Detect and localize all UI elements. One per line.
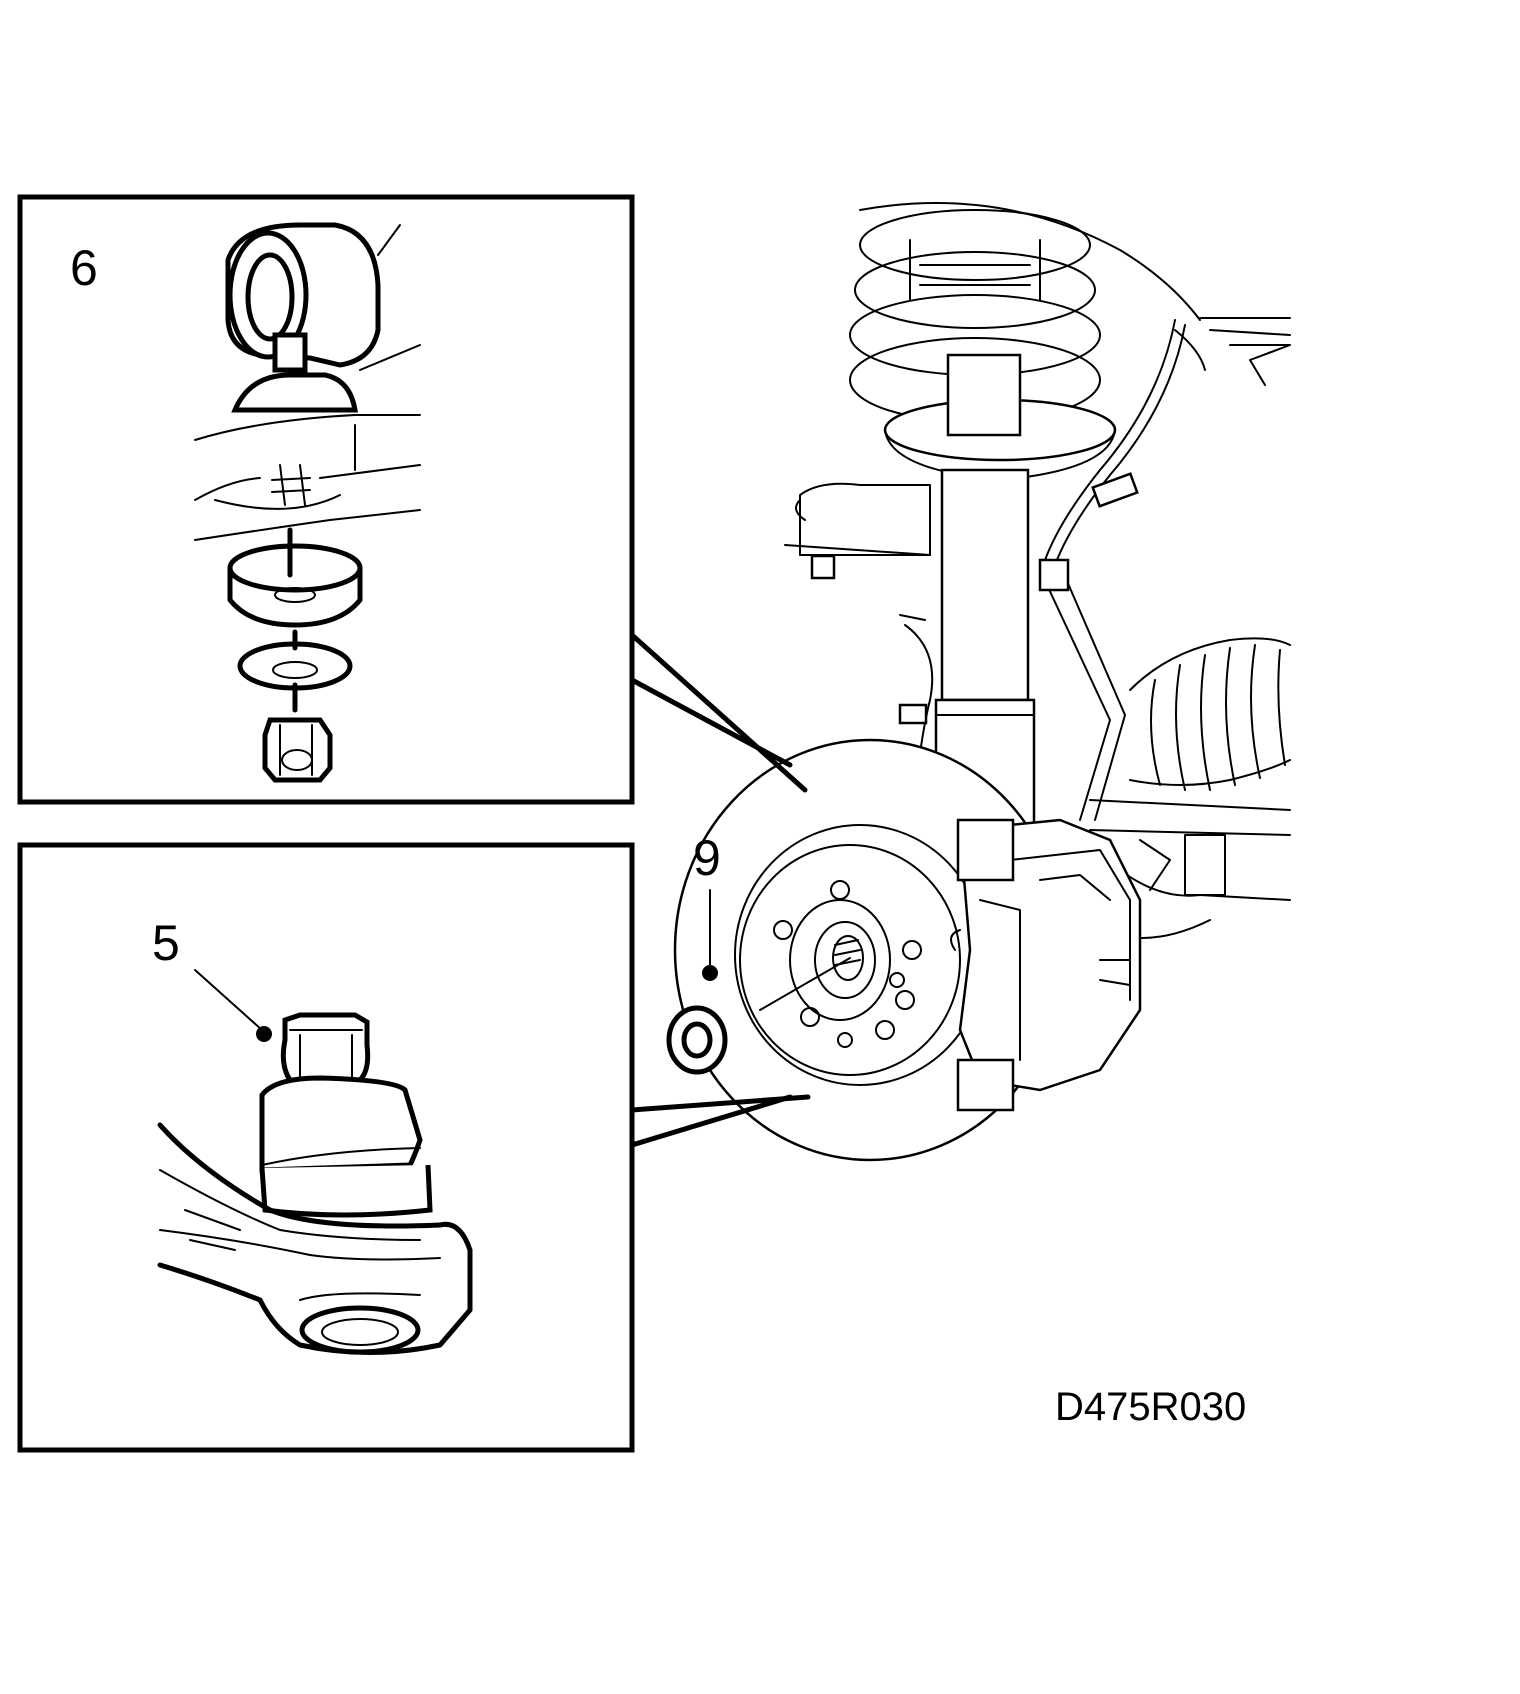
- inset-top: 6: [17, 194, 635, 805]
- callout-9-leader: [702, 889, 718, 981]
- main-assembly: [629, 202, 1291, 1162]
- upper-bracket: [784, 482, 931, 580]
- ball-joint-boot: [259, 1075, 433, 1218]
- steering-boot: [1129, 637, 1291, 791]
- callout-label-6: 6: [70, 240, 98, 296]
- inset-bottom: 5: [17, 842, 635, 1453]
- lock-nut: [262, 717, 333, 783]
- callout-label-5: 5: [152, 915, 180, 971]
- callout-5-leader: [194, 969, 272, 1042]
- brake-hose: [1038, 319, 1206, 821]
- flat-washer: [237, 629, 353, 713]
- rubber-bushing: [227, 527, 363, 628]
- inset-pointer-top: [629, 632, 808, 793]
- ball-joint-nut: [280, 1012, 371, 1083]
- inset-pointer-bottom: [629, 1094, 811, 1148]
- figure-reference-code: D475R030: [1055, 1385, 1246, 1429]
- hub-nut: [666, 957, 851, 1075]
- ball-joint-housing: [225, 222, 421, 373]
- chassis-outline: [859, 202, 1291, 386]
- control-arm-inset: [194, 372, 421, 541]
- control-arm-end: [157, 1122, 473, 1355]
- brake-caliper: [950, 818, 1142, 1112]
- callout-label-9: 9: [693, 830, 721, 886]
